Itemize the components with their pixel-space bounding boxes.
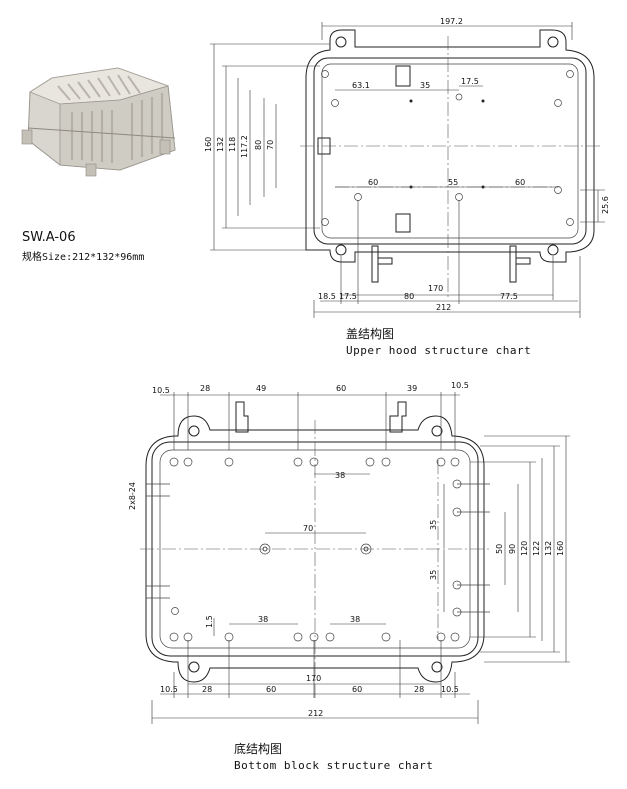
dim-bottom-132: 132 [544, 541, 553, 556]
dim-upper-h70: 70 [266, 140, 275, 150]
dim-upper-77-5: 77.5 [500, 292, 518, 301]
dim-bottom-10-5-tl: 10.5 [152, 386, 170, 395]
dim-upper-80: 80 [404, 292, 414, 301]
dim-upper-top-width: 197.2 [440, 17, 463, 26]
dim-upper-60-right: 60 [515, 178, 525, 187]
dim-bottom-122: 122 [532, 541, 541, 556]
dim-upper-h160: 160 [204, 137, 213, 152]
dim-bottom-38-top: 38 [335, 471, 345, 480]
dim-upper-17-5: 17.5 [339, 292, 357, 301]
dim-bottom-1-5: 1.5 [205, 615, 214, 628]
dim-bottom-160: 160 [556, 541, 565, 556]
dim-bottom-60-bl: 60 [266, 685, 276, 694]
dim-upper-h80: 80 [254, 140, 263, 150]
dim-upper-18-5: 18.5 [318, 292, 336, 301]
bottom-block-drawing: 10.5 28 49 60 39 10.5 38 2x8-24 70 35 35… [128, 381, 570, 724]
product-photo [21, 67, 176, 177]
dim-upper-55: 55 [448, 178, 458, 187]
dim-bottom-10-5-bl: 10.5 [160, 685, 178, 694]
dim-bottom-35-a: 35 [429, 520, 438, 530]
dim-bottom-38-bl: 38 [258, 615, 268, 624]
dim-bottom-35-b: 35 [429, 570, 438, 580]
dim-bottom-70: 70 [303, 524, 313, 533]
dim-bottom-120: 120 [520, 541, 529, 556]
bottom-title-cn: 底结构图 [234, 742, 283, 756]
dim-bottom-60-br: 60 [352, 685, 362, 694]
dim-bottom-212: 212 [308, 709, 323, 718]
dim-bottom-28-top: 28 [200, 384, 210, 393]
dim-upper-63-1: 63.1 [352, 81, 370, 90]
dim-bottom-28-bl: 28 [202, 685, 212, 694]
dim-upper-h117-2: 117.2 [240, 135, 249, 158]
dim-upper-60-left: 60 [368, 178, 378, 187]
dim-bottom-50: 50 [495, 544, 504, 554]
dim-bottom-28-br: 28 [414, 685, 424, 694]
dim-bottom-10-5-br: 10.5 [441, 685, 459, 694]
bottom-title-en: Bottom block structure chart [234, 759, 434, 772]
product-size-spec: 规格Size:212*132*96mm [22, 252, 145, 263]
dim-upper-212: 212 [436, 303, 451, 312]
product-model: SW.A-06 [22, 230, 76, 245]
dim-bottom-2x8-24: 2x8-24 [128, 482, 137, 510]
dim-upper-35: 35 [420, 81, 430, 90]
dim-bottom-10-5-tr: 10.5 [451, 381, 469, 390]
dim-upper-h118: 118 [228, 137, 237, 152]
dim-bottom-49: 49 [256, 384, 266, 393]
dim-upper-h132: 132 [216, 137, 225, 152]
upper-title-cn: 盖结构图 [346, 327, 395, 341]
dim-bottom-90: 90 [508, 544, 517, 554]
upper-hood-drawing: 197.2 160 132 118 117.2 80 70 63.1 35 17… [204, 17, 610, 318]
upper-title-en: Upper hood structure chart [346, 344, 532, 357]
dim-bottom-60-top: 60 [336, 384, 346, 393]
dim-bottom-38-br: 38 [350, 615, 360, 624]
dim-upper-170: 170 [428, 284, 443, 293]
dim-bottom-39: 39 [407, 384, 417, 393]
dim-bottom-170: 170 [306, 674, 321, 683]
dim-upper-17-5-top: 17.5 [461, 77, 479, 86]
dim-upper-25-6: 25.6 [601, 196, 610, 214]
